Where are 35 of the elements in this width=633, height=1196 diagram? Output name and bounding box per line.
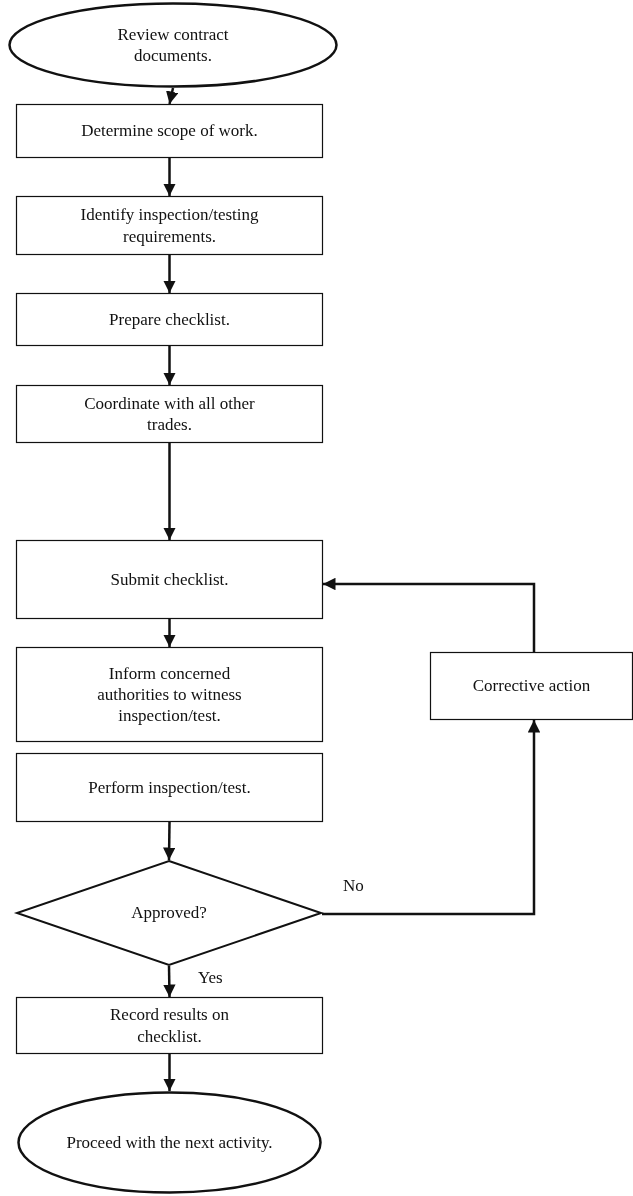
decision-diamond xyxy=(16,860,322,966)
terminal-ellipse xyxy=(8,2,338,88)
process-box xyxy=(430,652,633,720)
arrow xyxy=(163,619,176,647)
arrow xyxy=(162,822,176,860)
process-box xyxy=(16,385,323,443)
step-text: Record results on checklist. xyxy=(109,1004,230,1047)
arrow xyxy=(163,965,176,998)
step-text: Approved? xyxy=(130,902,208,924)
step-text: Coordinate with all other trades. xyxy=(83,392,256,436)
arrow xyxy=(163,443,176,540)
process-box xyxy=(16,997,323,1054)
step-text: Identify inspection/testing requirements. xyxy=(79,204,260,247)
arrow xyxy=(323,577,536,652)
process-box xyxy=(16,104,323,158)
process-box xyxy=(16,196,323,255)
step-text: Prepare checklist. xyxy=(108,308,231,331)
process-box xyxy=(16,753,323,822)
process-box xyxy=(16,540,323,619)
arrow xyxy=(163,1054,176,1091)
step-text: Review contract documents. xyxy=(116,23,230,67)
arrow xyxy=(163,346,176,385)
process-box xyxy=(16,293,323,346)
step-text: Proceed with the next activity. xyxy=(65,1131,274,1154)
step-text: Determine scope of work. xyxy=(80,120,259,142)
step-text: Submit checklist. xyxy=(109,568,230,591)
step-text: Inform concerned authorities to witness inspection/test. xyxy=(96,662,243,727)
process-box xyxy=(16,647,323,742)
step-text: Perform inspection/test. xyxy=(87,776,252,799)
arrow xyxy=(163,255,176,293)
arrow xyxy=(163,158,176,196)
arrow xyxy=(166,87,179,105)
arrow xyxy=(322,720,541,916)
step-text: Corrective action xyxy=(471,675,592,697)
terminal-ellipse xyxy=(17,1091,322,1194)
